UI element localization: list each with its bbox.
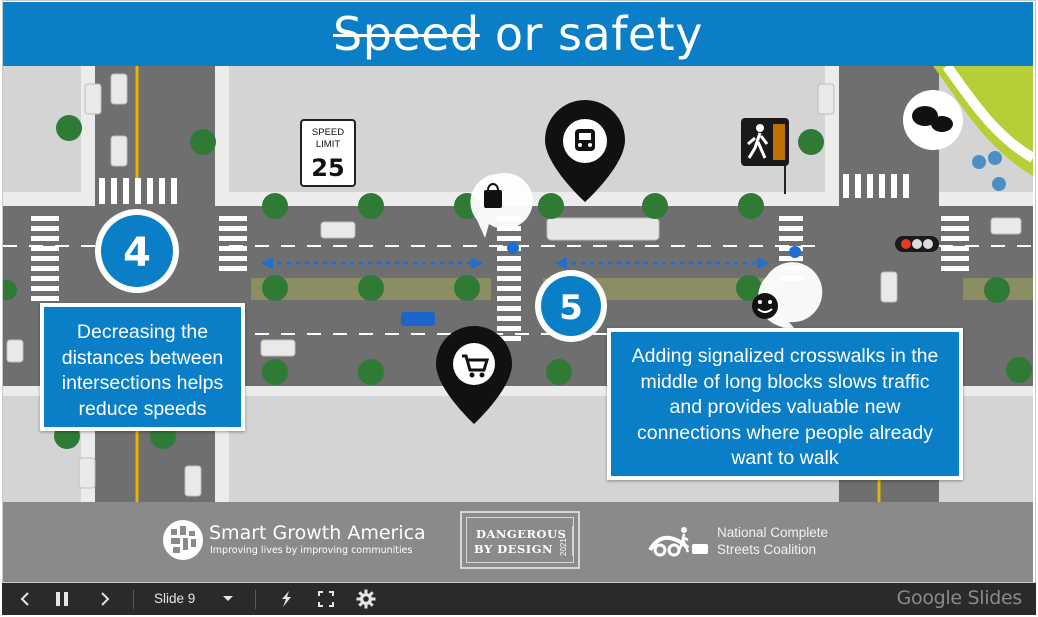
ncsc-name-line2: Streets Coalition [717, 542, 817, 557]
shopping-bag-bubble-icon [470, 172, 533, 238]
badge-5: 5 [535, 270, 607, 342]
callout-5-line: connections where people already [637, 421, 933, 444]
title-struck-word: Speed [333, 7, 480, 61]
callout-4-line: intersections helps [61, 372, 224, 394]
pedestrian-signal-icon [741, 118, 789, 194]
fullscreen-icon [318, 591, 334, 607]
cars [6, 73, 1022, 497]
badge-4-label: 4 [123, 230, 151, 276]
chevron-left-icon [20, 592, 29, 606]
gear-icon [356, 589, 376, 609]
callout-4-line: reduce speeds [78, 397, 207, 420]
callout-5-line: middle of long blocks slows traffic [640, 370, 930, 393]
callout-4-line: Decreasing the [76, 321, 209, 343]
dbd-line2: BY DESIGN [474, 542, 553, 556]
pedestrian-marker [789, 246, 801, 258]
slide-title-bar: Speed or safety [3, 2, 1033, 66]
chat-bubble-icon [903, 90, 963, 150]
callout-5-line: want to walk [731, 447, 839, 469]
settings-button[interactable] [354, 583, 378, 615]
pedestrian-marker [507, 242, 519, 254]
sign-value: 25 [311, 154, 344, 182]
fullscreen-button[interactable] [314, 583, 338, 615]
ncsc-name-line1: National Complete [717, 525, 829, 540]
pause-icon [56, 592, 68, 606]
badge-5-label: 5 [559, 288, 583, 328]
blue-car [401, 312, 435, 326]
complete-streets-logo-icon [648, 527, 708, 557]
divider [133, 590, 134, 609]
title-rest: or safety [479, 7, 703, 61]
slide-picker-dropdown[interactable] [218, 583, 238, 615]
smiley-bubble-icon [752, 262, 823, 334]
laser-pointer-icon [282, 591, 291, 607]
chevron-right-icon [101, 592, 110, 606]
shopping-cart-pin-icon [436, 326, 512, 424]
callout-4-line: distances between [61, 346, 224, 369]
sign-line2: LIMIT [316, 139, 340, 150]
bus-stop-pin-icon [545, 100, 625, 202]
crosswalks [31, 174, 969, 341]
traffic-light-icon [895, 236, 939, 252]
google-slides-brand: Google Slides [896, 587, 1023, 609]
sga-name: Smart Growth America [209, 522, 426, 544]
callout-5: Adding signalized crosswalks in the midd… [607, 328, 963, 480]
chevron-down-icon [223, 596, 233, 601]
speed-limit-sign: SPEED LIMIT 25 [300, 119, 356, 187]
badge-4: 4 [95, 209, 179, 293]
next-slide-button[interactable] [94, 583, 116, 615]
slide-number-label[interactable]: Slide 9 [154, 591, 196, 606]
callout-4: Decreasing the distances between interse… [40, 303, 245, 431]
callout-5-line: Adding signalized crosswalks in the [631, 345, 939, 367]
slide-title: Speed or safety [333, 8, 703, 60]
laser-pointer-button[interactable] [274, 583, 298, 615]
dangerous-by-design-logo: DANGEROUS BY DESIGN 2021 [460, 511, 580, 569]
callout-5-line: and provides valuable new [669, 396, 901, 418]
pause-button[interactable] [50, 583, 74, 615]
dbd-line1: DANGEROUS [476, 527, 567, 541]
divider [255, 590, 256, 609]
sga-tagline: Improving lives by improving communities [210, 545, 413, 556]
presentation-controls: Slide 9 Google Slides [2, 583, 1036, 615]
bus [546, 217, 660, 241]
dbd-year: 2021 [559, 526, 573, 556]
sign-line1: SPEED [312, 127, 344, 138]
trees [3, 115, 1032, 449]
smart-growth-america-logo-icon [163, 520, 203, 560]
previous-slide-button[interactable] [14, 583, 36, 615]
